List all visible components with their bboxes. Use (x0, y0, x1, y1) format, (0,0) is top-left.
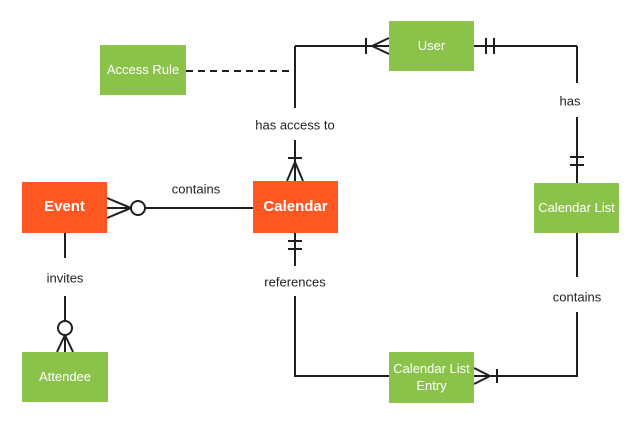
double-tick-marker (485, 38, 495, 54)
entity-access-rule: Access Rule (100, 45, 186, 95)
crows-foot-icon (106, 197, 132, 219)
relationship-label-has-access-to: has access to (253, 117, 337, 133)
relationship-line-invites (56, 233, 74, 353)
relationship-line-contains-event (106, 197, 253, 219)
entity-calendar-list: Calendar List (534, 183, 619, 233)
relationship-label-contains-entry: contains (550, 289, 604, 305)
crows-foot-icon (371, 37, 390, 55)
relationship-line-has-access-to (286, 37, 390, 182)
entity-user: User (389, 21, 474, 71)
crows-foot-icon (286, 161, 304, 182)
double-tick-marker (570, 156, 584, 166)
relationship-line-contains-entry (473, 233, 578, 385)
connector-segment (294, 296, 389, 377)
relationship-line-references (288, 233, 389, 377)
entity-event: Event (22, 182, 107, 233)
zero-ring-marker (57, 320, 73, 336)
relationship-label-references: references (262, 274, 328, 290)
relationship-label-has: has (557, 93, 583, 109)
entity-attendee: Attendee (22, 352, 108, 402)
entity-calendar: Calendar (253, 181, 338, 233)
crows-foot-icon (56, 334, 74, 353)
entity-calendar-list-entry: Calendar List Entry (389, 352, 474, 403)
relationship-label-invites: invites (44, 270, 86, 286)
relationship-label-contains-event: contains (169, 181, 223, 197)
double-tick-marker (288, 240, 302, 250)
relationship-line-has (474, 38, 584, 183)
crows-foot-icon (473, 367, 491, 385)
connector-segment (490, 312, 578, 377)
zero-ring-marker (130, 200, 146, 216)
